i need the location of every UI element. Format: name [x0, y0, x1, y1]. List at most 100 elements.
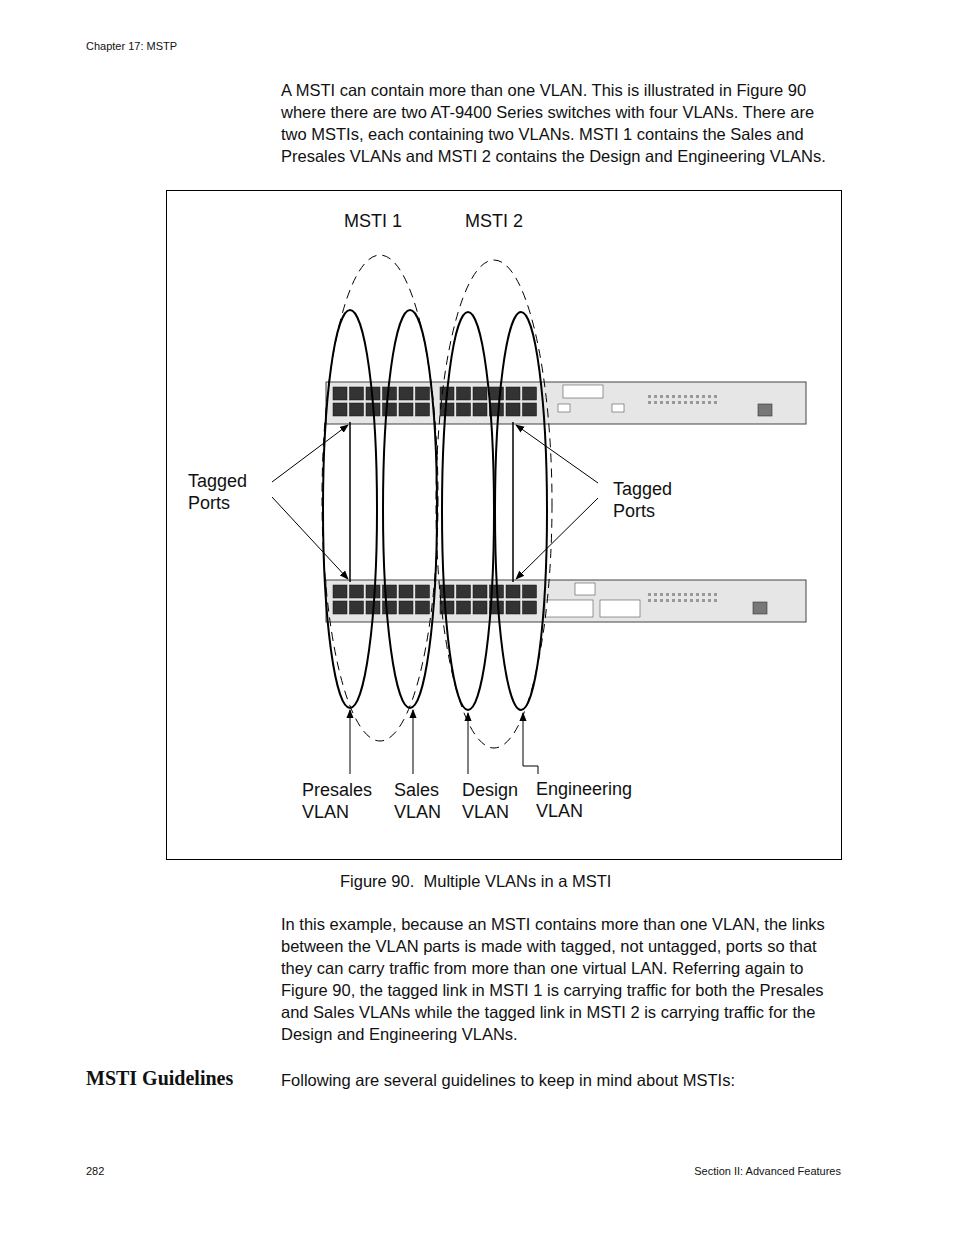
ethernet-port [399, 403, 413, 416]
status-led [708, 599, 711, 602]
switch-chassis [326, 580, 806, 622]
callout-label: Tagged Ports [613, 478, 683, 522]
vlan-label: Sales VLAN [394, 779, 449, 823]
status-led [684, 401, 687, 404]
status-led [660, 401, 663, 404]
ethernet-port [440, 403, 454, 416]
vlan-ellipse [442, 312, 494, 710]
ethernet-port [350, 601, 364, 614]
expansion-slot [545, 600, 593, 617]
vlan-label: Engineering VLAN [536, 778, 646, 822]
ethernet-port [506, 585, 520, 598]
vlan-label: Presales VLAN [302, 779, 382, 823]
ethernet-port [440, 585, 454, 598]
tagged-link [512, 422, 514, 582]
ethernet-port [366, 585, 380, 598]
status-led [696, 599, 699, 602]
status-led [708, 593, 711, 596]
ethernet-port [383, 601, 397, 614]
section-heading: MSTI Guidelines [86, 1066, 276, 1091]
msti-ellipse [322, 255, 438, 741]
status-led [654, 599, 657, 602]
status-led [678, 599, 681, 602]
ethernet-port [523, 585, 537, 598]
running-header: Chapter 17: MSTP [86, 39, 286, 53]
status-led [684, 395, 687, 398]
status-led [678, 593, 681, 596]
status-led [714, 599, 717, 602]
leader-line [523, 713, 538, 774]
status-led [678, 395, 681, 398]
status-led [654, 593, 657, 596]
status-led [660, 599, 663, 602]
ethernet-port [350, 387, 364, 400]
figure-frame [167, 191, 842, 860]
status-led [714, 395, 717, 398]
sfp-slot [612, 404, 624, 412]
expansion-slot [600, 600, 640, 617]
vlan-label: Design VLAN [462, 779, 527, 823]
status-led [714, 401, 717, 404]
ethernet-port [333, 601, 347, 614]
status-led [702, 599, 705, 602]
msti-label: MSTI 2 [465, 211, 523, 232]
status-led [690, 395, 693, 398]
status-led [696, 401, 699, 404]
ethernet-port [333, 387, 347, 400]
msti-region: MSTI 2 [436, 260, 552, 748]
ethernet-port [506, 601, 520, 614]
leader-line [516, 425, 598, 483]
leader-line [468, 713, 469, 774]
ethernet-port [333, 585, 347, 598]
ethernet-port [383, 387, 397, 400]
status-led [690, 593, 693, 596]
ethernet-port [383, 403, 397, 416]
ethernet-port [457, 403, 471, 416]
ethernet-port [473, 403, 487, 416]
status-led [672, 395, 675, 398]
status-led [684, 599, 687, 602]
vlan-ellipses [323, 310, 547, 710]
ethernet-port [473, 585, 487, 598]
ethernet-port [399, 585, 413, 598]
body-paragraph: Following are several guidelines to keep… [281, 1069, 843, 1091]
status-led [654, 401, 657, 404]
status-led [672, 401, 675, 404]
sfp-slot [558, 404, 570, 412]
ethernet-port [473, 387, 487, 400]
console-port [753, 602, 767, 614]
status-led [666, 395, 669, 398]
msti-outline [436, 260, 552, 748]
status-led [654, 395, 657, 398]
leader-line [272, 497, 348, 579]
leader-line [516, 498, 598, 579]
switch-chassis [326, 382, 806, 424]
status-led [648, 599, 651, 602]
page-number: 282 [86, 1164, 146, 1178]
ethernet-port [399, 601, 413, 614]
status-led [672, 599, 675, 602]
leader-line [272, 425, 348, 482]
status-led [666, 401, 669, 404]
status-led [702, 395, 705, 398]
console-port [758, 404, 772, 416]
ethernet-port [416, 585, 430, 598]
status-led [666, 593, 669, 596]
leader-line [350, 710, 351, 774]
status-led [648, 395, 651, 398]
ethernet-port [416, 403, 430, 416]
ethernet-port [350, 585, 364, 598]
ethernet-port [523, 387, 537, 400]
ethernet-port [457, 387, 471, 400]
ethernet-port [350, 403, 364, 416]
ethernet-port [506, 403, 520, 416]
tagged-link [349, 422, 351, 582]
body-paragraph: In this example, because an MSTI contain… [281, 913, 843, 1045]
body-paragraph: A MSTI can contain more than one VLAN. T… [281, 79, 843, 167]
status-led [648, 593, 651, 596]
ethernet-port [416, 387, 430, 400]
status-led [648, 401, 651, 404]
switch-group [326, 382, 806, 622]
status-led [678, 401, 681, 404]
